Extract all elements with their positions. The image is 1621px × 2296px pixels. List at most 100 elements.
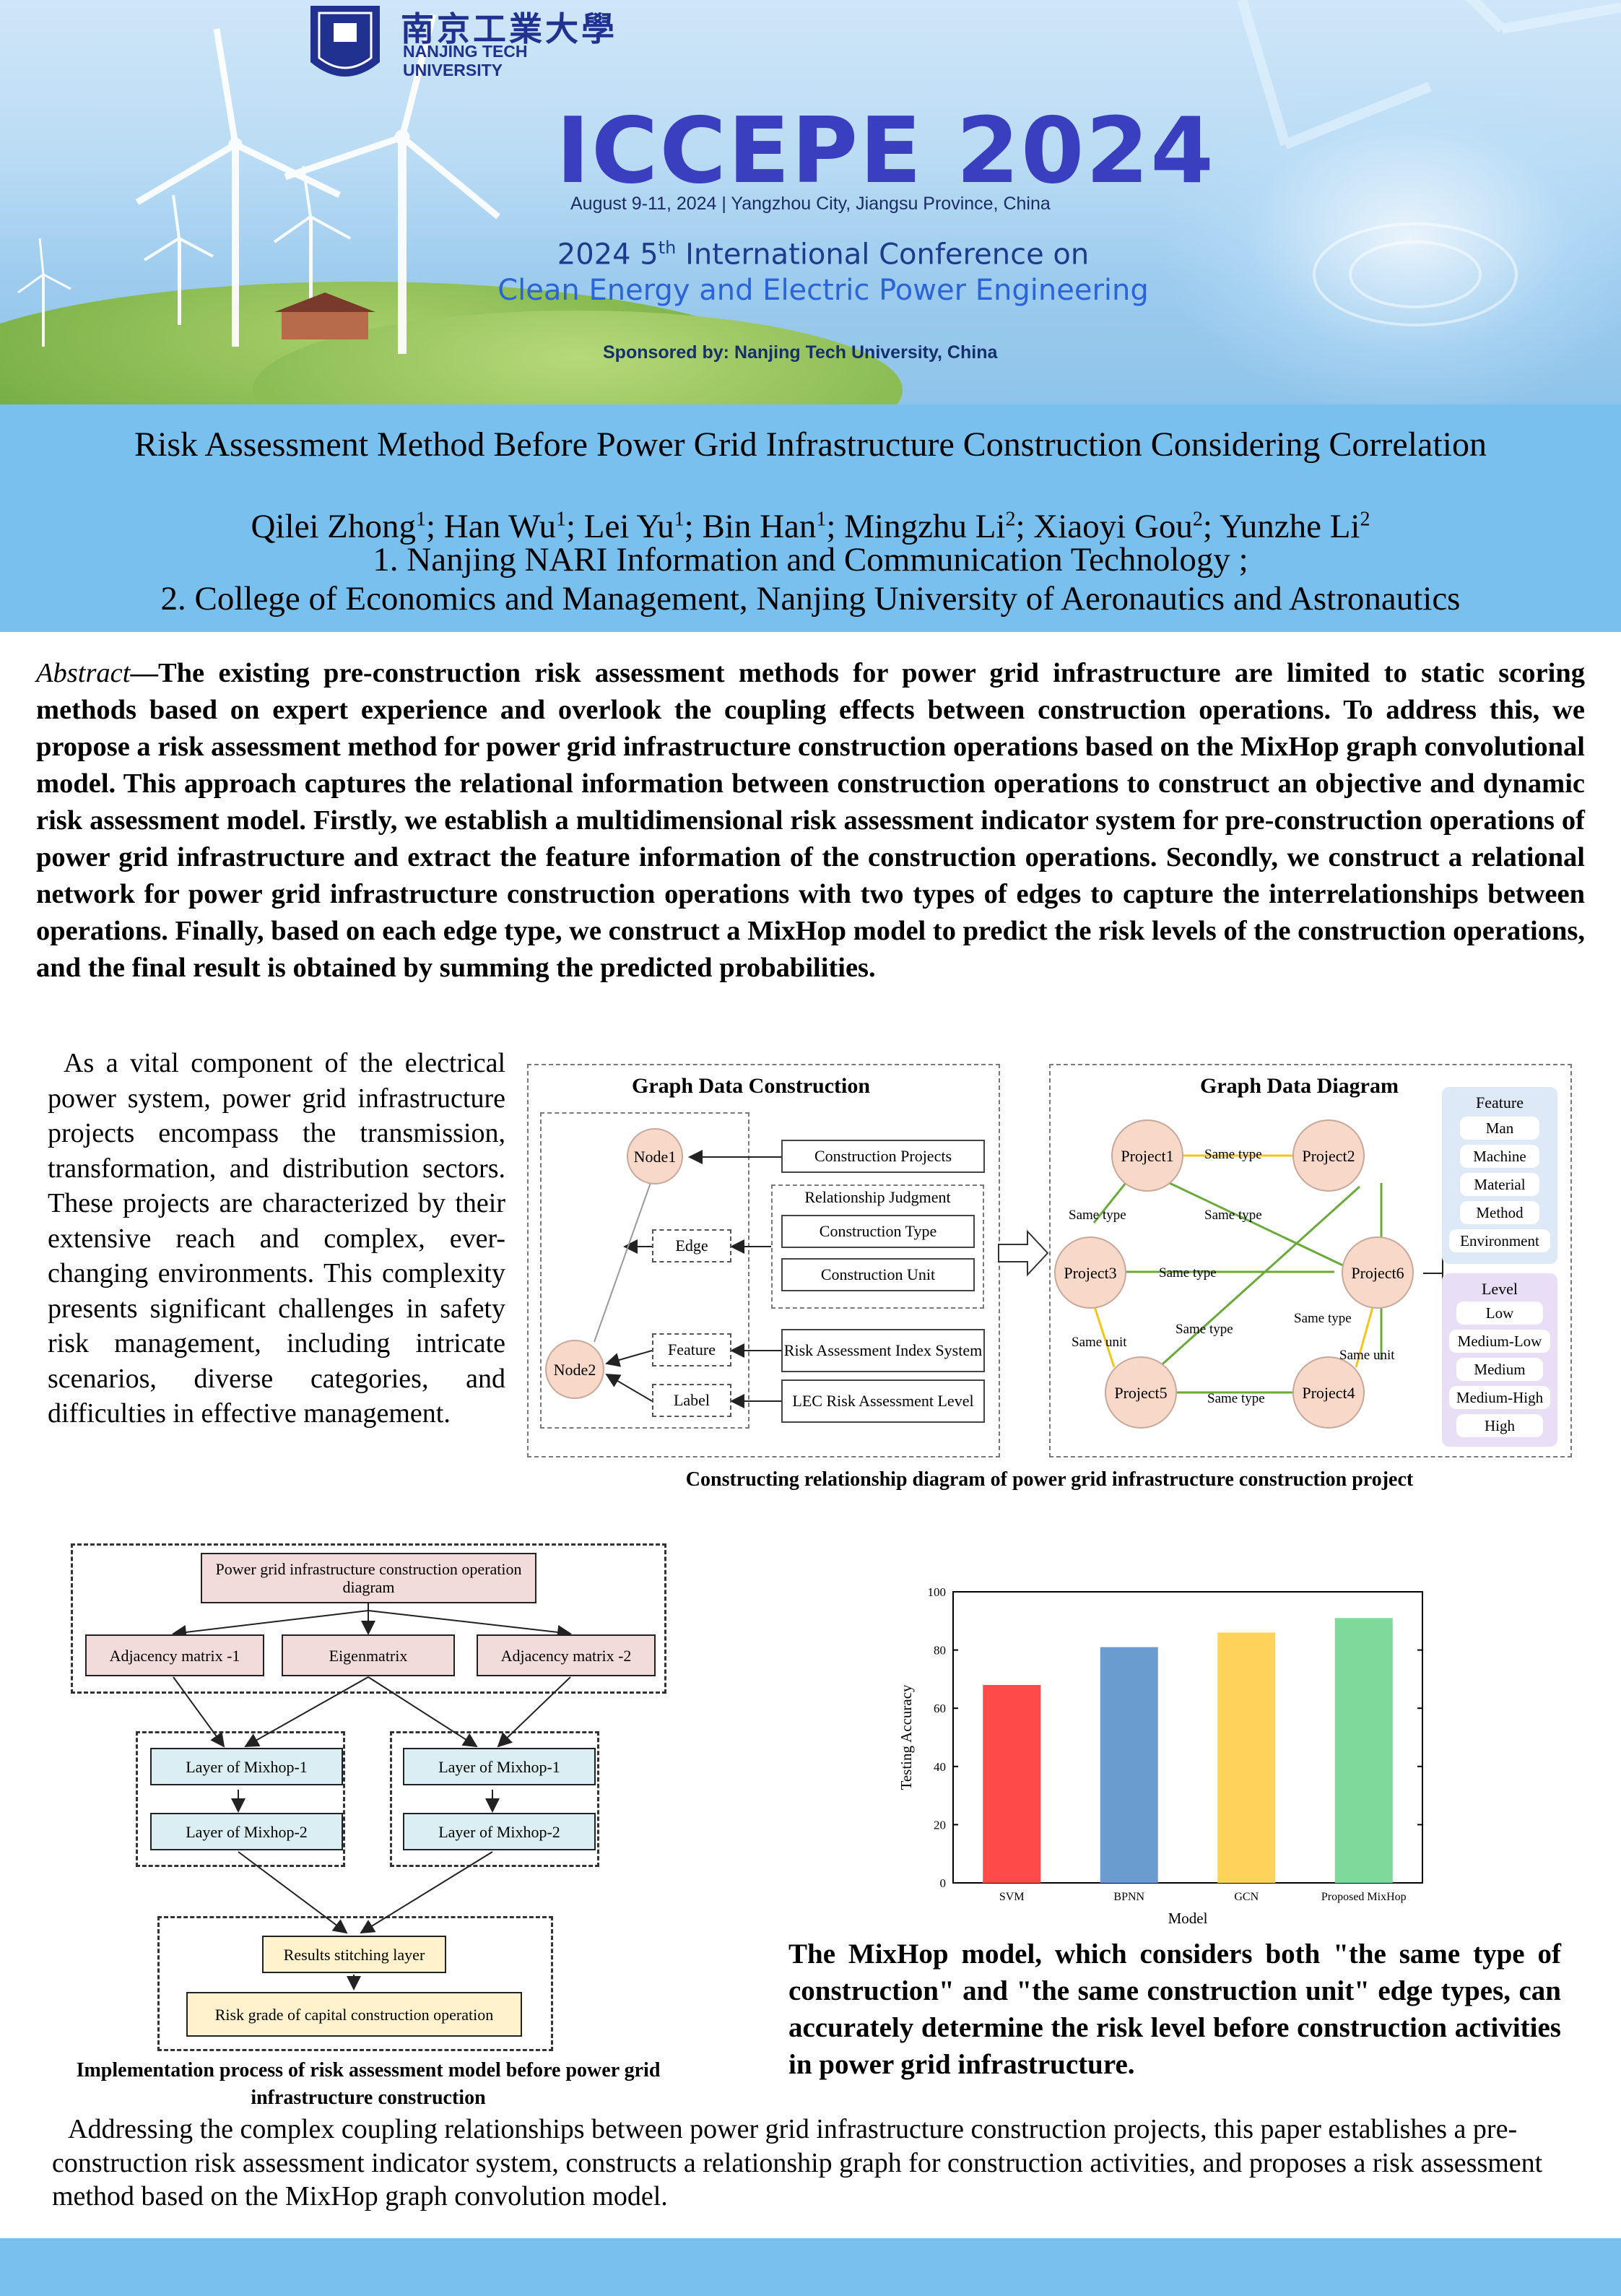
eigenmatrix-box: Eigenmatrix [282, 1634, 455, 1676]
y-tick-label: 20 [934, 1818, 946, 1832]
paper-title: Risk Assessment Method Before Power Grid… [134, 425, 1487, 464]
level-item: Medium-Low [1449, 1330, 1550, 1353]
university-name-english: NANJING TECH UNIVERSITY [403, 42, 528, 79]
mixhop-layer-2-box: Layer of Mixhop-2 [150, 1813, 343, 1850]
chart-bars [983, 1618, 1393, 1883]
feature-item: Material [1460, 1173, 1539, 1196]
feature-item: Environment [1449, 1229, 1550, 1252]
graph-data-diagram-title: Graph Data Diagram [1200, 1074, 1399, 1098]
author-affiliation-mark: 2 [1005, 508, 1016, 530]
level-panel-title: Level [1481, 1280, 1518, 1298]
y-axis-label: Testing Accuracy [898, 1684, 915, 1790]
figure2-caption: Implementation process of risk assessmen… [22, 2057, 715, 2112]
author-name: Yunzhe Li [1219, 507, 1360, 545]
edge-label-same-unit: Same unit [1339, 1348, 1395, 1363]
conference-full-name: 2024 5th International Conference on Cle… [462, 230, 1184, 308]
construction-unit-box: Construction Unit [781, 1258, 975, 1291]
level-item: Medium [1456, 1358, 1543, 1381]
feature-item: Machine [1460, 1145, 1539, 1168]
author-affiliation-mark: 1 [674, 508, 685, 530]
y-tick-label: 80 [934, 1644, 946, 1658]
output-stage-box [157, 1916, 553, 2051]
feature-panel-title: Feature [1476, 1093, 1524, 1112]
figure2-caption-line: Implementation process of risk assessmen… [76, 2059, 661, 2081]
author-name: Lei Yu [583, 507, 674, 545]
footer-band [0, 2238, 1621, 2296]
author-affiliation-mark: 1 [415, 508, 426, 530]
conference-name-line-2: Clean Energy and Electric Power Engineer… [497, 274, 1149, 308]
label-box: Label [652, 1384, 731, 1417]
author-name: Mingzhu Li [844, 507, 1006, 545]
bar-bpnn [1100, 1647, 1158, 1883]
bar-proposed-mixhop [1334, 1618, 1393, 1883]
input-stage-box [71, 1543, 666, 1694]
author-affiliation-mark: 2 [1360, 508, 1370, 530]
author-affiliation-mark: 1 [816, 508, 827, 530]
conference-title: ICCEPE 2024 [556, 98, 1215, 204]
construction-projects-box: Construction Projects [781, 1140, 985, 1173]
edge-label-same-type: Same type [1204, 1208, 1262, 1223]
level-item: Low [1456, 1301, 1543, 1325]
result-statement: The MixHop model, which considers both "… [788, 1938, 1561, 2080]
author-name: Bin Han [702, 507, 817, 545]
figure2-caption-line: infrastructure construction [251, 2087, 486, 2109]
x-tick-label: BPNN [1113, 1891, 1144, 1903]
y-tick-label: 60 [934, 1702, 946, 1715]
x-tick-label: GCN [1234, 1891, 1259, 1903]
author-affiliation-mark: 1 [555, 508, 566, 530]
node2-circle: Node2 [545, 1340, 604, 1399]
university-name-chinese: 南京工業大學 [401, 11, 617, 48]
results-stitching-layer-box: Results stitching layer [262, 1936, 446, 1973]
level-item: High [1456, 1414, 1543, 1437]
introduction-paragraph: As a vital component of the electrical p… [48, 1048, 505, 1429]
conference-name-line-1: 2024 5th International Conference on [557, 238, 1090, 272]
risk-assessment-index-box: Risk Assessment Index System [781, 1329, 985, 1372]
mixhop-branch-2-box [390, 1731, 599, 1867]
conference-sponsor: Sponsored by: Nanjing Tech University, C… [603, 342, 998, 363]
author-affiliation-mark: 2 [1192, 508, 1203, 530]
edge-label-same-type: Same type [1069, 1208, 1126, 1223]
mixhop-layer-2-box: Layer of Mixhop-2 [403, 1813, 596, 1850]
x-tick-label: SVM [999, 1891, 1025, 1903]
author-name: Xiaoyi Gou [1033, 507, 1193, 545]
affiliation-1: 1. Nanjing NARI Information and Communic… [373, 541, 1248, 579]
conference-date: August 9-11, 2024 | Yangzhou City, Jiang… [570, 194, 1051, 214]
operation-diagram-box: Power grid infrastructure construction o… [201, 1553, 536, 1603]
edge-box: Edge [652, 1229, 731, 1262]
mixhop-layer-1-box: Layer of Mixhop-1 [403, 1748, 596, 1785]
wind-turbines-illustration [17, 0, 1621, 354]
level-item: Medium-High [1449, 1386, 1550, 1409]
figure1-connectors [594, 1150, 1049, 1408]
node1-circle: Node1 [627, 1128, 683, 1184]
abstract-text: —The existing pre-construction risk asse… [36, 658, 1585, 983]
affiliation-2: 2. College of Economics and Management, … [160, 580, 1461, 618]
feature-box: Feature [652, 1333, 731, 1366]
author-name: Qilei Zhong [251, 507, 416, 545]
chart-frame [952, 1591, 1423, 1884]
y-tick-label: 100 [928, 1585, 947, 1599]
conference-banner: 南京工業大學 NANJING TECH UNIVERSITY ICCEPE 20… [0, 0, 1621, 404]
mixhop-branch-1-box [136, 1731, 345, 1867]
title-band [0, 404, 1621, 632]
abstract-label: Abstract [36, 658, 131, 688]
feature-item: Method [1460, 1201, 1539, 1224]
figure1-caption: Constructing relationship diagram of pow… [685, 1468, 1414, 1491]
adjacency-matrix-1-box: Adjacency matrix -1 [85, 1634, 264, 1676]
edge-label-same-type: Same type [1175, 1322, 1233, 1337]
authors-line: Qilei Zhong1; Han Wu1; Lei Yu1; Bin Han1… [251, 507, 1370, 545]
node-area-box [540, 1112, 749, 1429]
edge-label-same-type: Same type [1204, 1147, 1262, 1162]
flowchart-connectors [172, 1603, 572, 1990]
bar-gcn [1217, 1632, 1276, 1883]
banner-glow [1155, 58, 1621, 404]
y-tick-label: 40 [934, 1760, 946, 1774]
adjacency-matrix-2-box: Adjacency matrix -2 [477, 1634, 656, 1676]
mixhop-layer-1-box: Layer of Mixhop-1 [150, 1748, 343, 1785]
author-list: Qilei Zhong1; Han Wu1; Lei Yu1; Bin Han1… [0, 500, 1621, 546]
